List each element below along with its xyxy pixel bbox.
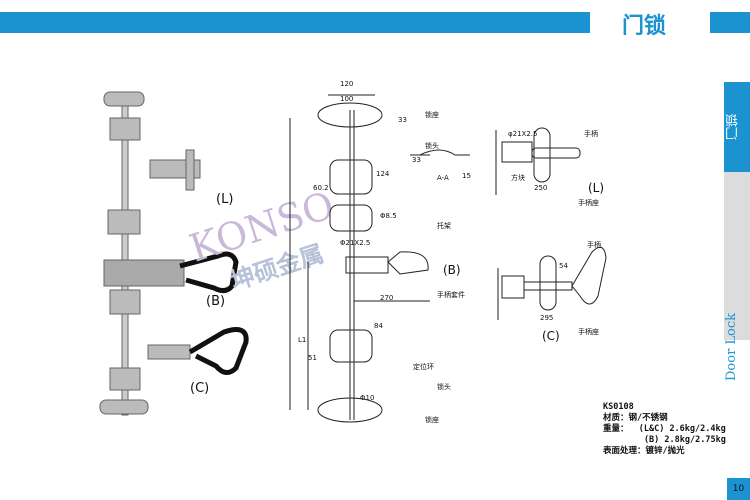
dimension-label: L1 xyxy=(298,336,306,344)
drawing-b-lines xyxy=(289,94,470,423)
dimension-label: (B) xyxy=(443,263,461,277)
material: 材质：钢/不锈钢 xyxy=(603,413,668,423)
drawing-l-lines xyxy=(495,127,607,320)
dimension-label: 手柄 xyxy=(587,240,601,249)
dimension-label: 手柄 xyxy=(584,129,598,138)
dimension-label: Φ8.5 xyxy=(380,212,397,220)
dimension-label: 33 xyxy=(412,156,421,164)
product-photo xyxy=(99,91,249,416)
weight: 重量： (L&C) 2.6kg/2.4kg xyxy=(603,424,726,434)
dimension-label: 托架 xyxy=(437,221,451,230)
dimension-label: (L) xyxy=(588,181,604,195)
weight-b: (B) 2.8kg/2.75kg xyxy=(603,435,726,445)
dimension-label: 33 xyxy=(398,116,407,124)
dimension-label: φ21X2.5 xyxy=(508,130,537,138)
dimension-label: 15 xyxy=(462,172,471,180)
photo-label-b: (B) xyxy=(206,294,225,309)
side-tab[interactable]: 门锁 Door Lock xyxy=(724,82,750,381)
drawing-b-labels: 120 100 锁座 33 锁头 33 15 124 60.2 A-A Φ8.5 托架 Φ2… xyxy=(298,80,471,424)
photo-label-c: (C) xyxy=(190,381,209,396)
dimension-label: 124 xyxy=(376,170,390,178)
drawing-lc-labels: φ21X2.5 手柄 方块 250 (L) 手柄座 手柄 54 295 (C) 手柄座 xyxy=(508,129,604,343)
model-number: KS0108 xyxy=(603,402,634,412)
dimension-label: (C) xyxy=(542,329,560,343)
dimension-label: 100 xyxy=(340,95,353,103)
dimension-label: 51 xyxy=(308,354,317,362)
dimension-label: 定位环 xyxy=(413,362,434,371)
dimension-label: 250 xyxy=(534,184,547,192)
dimension-label: 60.2 xyxy=(313,184,329,192)
dimension-label: 锁座 xyxy=(425,415,439,424)
dimension-label: 锁座 xyxy=(425,110,439,119)
dimension-label: A-A xyxy=(437,174,449,182)
dimension-label: 手柄套件 xyxy=(437,290,465,299)
dimension-label: 270 xyxy=(380,294,393,302)
spec-block: KS0108 材质：钢/不锈钢 重量： (L&C) 2.6kg/2.4kg (B… xyxy=(603,402,726,457)
dimension-label: 手柄座 xyxy=(578,327,599,336)
dimension-label: 锁头 xyxy=(437,382,451,391)
dimension-label: Φ10 xyxy=(360,394,374,402)
dimension-label: 方块 xyxy=(511,173,525,182)
dimension-label: 54 xyxy=(559,262,568,270)
dimension-label: 295 xyxy=(540,314,553,322)
dimension-label: Φ21X2.5 xyxy=(340,239,370,247)
header-bar-left xyxy=(0,12,590,33)
page-title: 门锁 xyxy=(622,14,667,39)
dimension-label: 锁头 xyxy=(425,141,439,150)
page-number: 10 xyxy=(727,478,750,500)
dimension-label: 84 xyxy=(374,322,383,330)
photo-label-l: (L) xyxy=(216,192,233,207)
dimension-label: 手柄座 xyxy=(578,198,599,207)
surface-finish: 表面处理：镀锌/抛光 xyxy=(603,446,685,456)
header-bar-right xyxy=(710,12,750,33)
dimension-label: 120 xyxy=(340,80,353,88)
